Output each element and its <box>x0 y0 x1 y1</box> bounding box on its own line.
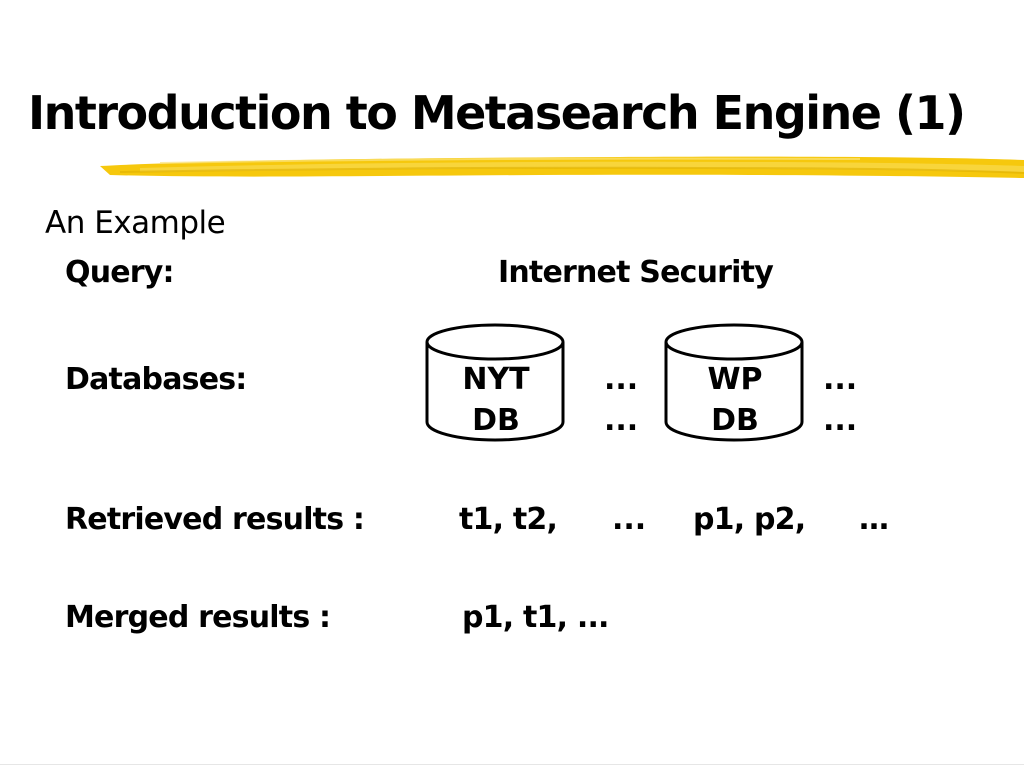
db2-type: DB <box>711 403 759 438</box>
query-label: Query: <box>65 255 175 290</box>
db1-type: DB <box>472 403 520 438</box>
retrieved-results-label: Retrieved results : <box>65 502 365 537</box>
retrieved-separator: ... <box>612 502 647 537</box>
retrieved-end-ellipsis: … <box>859 502 889 537</box>
db-ellipsis-1b: ... <box>604 403 639 438</box>
merged-results-value: p1, t1, ... <box>462 600 609 635</box>
retrieved-group-2: p1, p2, <box>693 502 806 537</box>
retrieved-group-1: t1, t2, <box>459 502 558 537</box>
slide-title: Introduction to Metasearch Engine (1) <box>28 86 966 140</box>
db-ellipsis-2b: ... <box>823 403 858 438</box>
db-ellipsis-2a: ... <box>823 362 858 397</box>
merged-results-label: Merged results : <box>65 600 331 635</box>
query-value: Internet Security <box>498 255 774 290</box>
databases-label: Databases: <box>65 362 247 397</box>
db1-name: NYT <box>462 362 530 397</box>
wp-database-icon <box>664 323 804 442</box>
footer-divider <box>0 764 1024 765</box>
db2-name: WP <box>707 362 763 397</box>
example-heading: An Example <box>45 205 226 241</box>
title-underline-brushstroke <box>100 156 1024 178</box>
db-ellipsis-1a: ... <box>604 362 639 397</box>
nyt-database-icon <box>425 323 565 442</box>
